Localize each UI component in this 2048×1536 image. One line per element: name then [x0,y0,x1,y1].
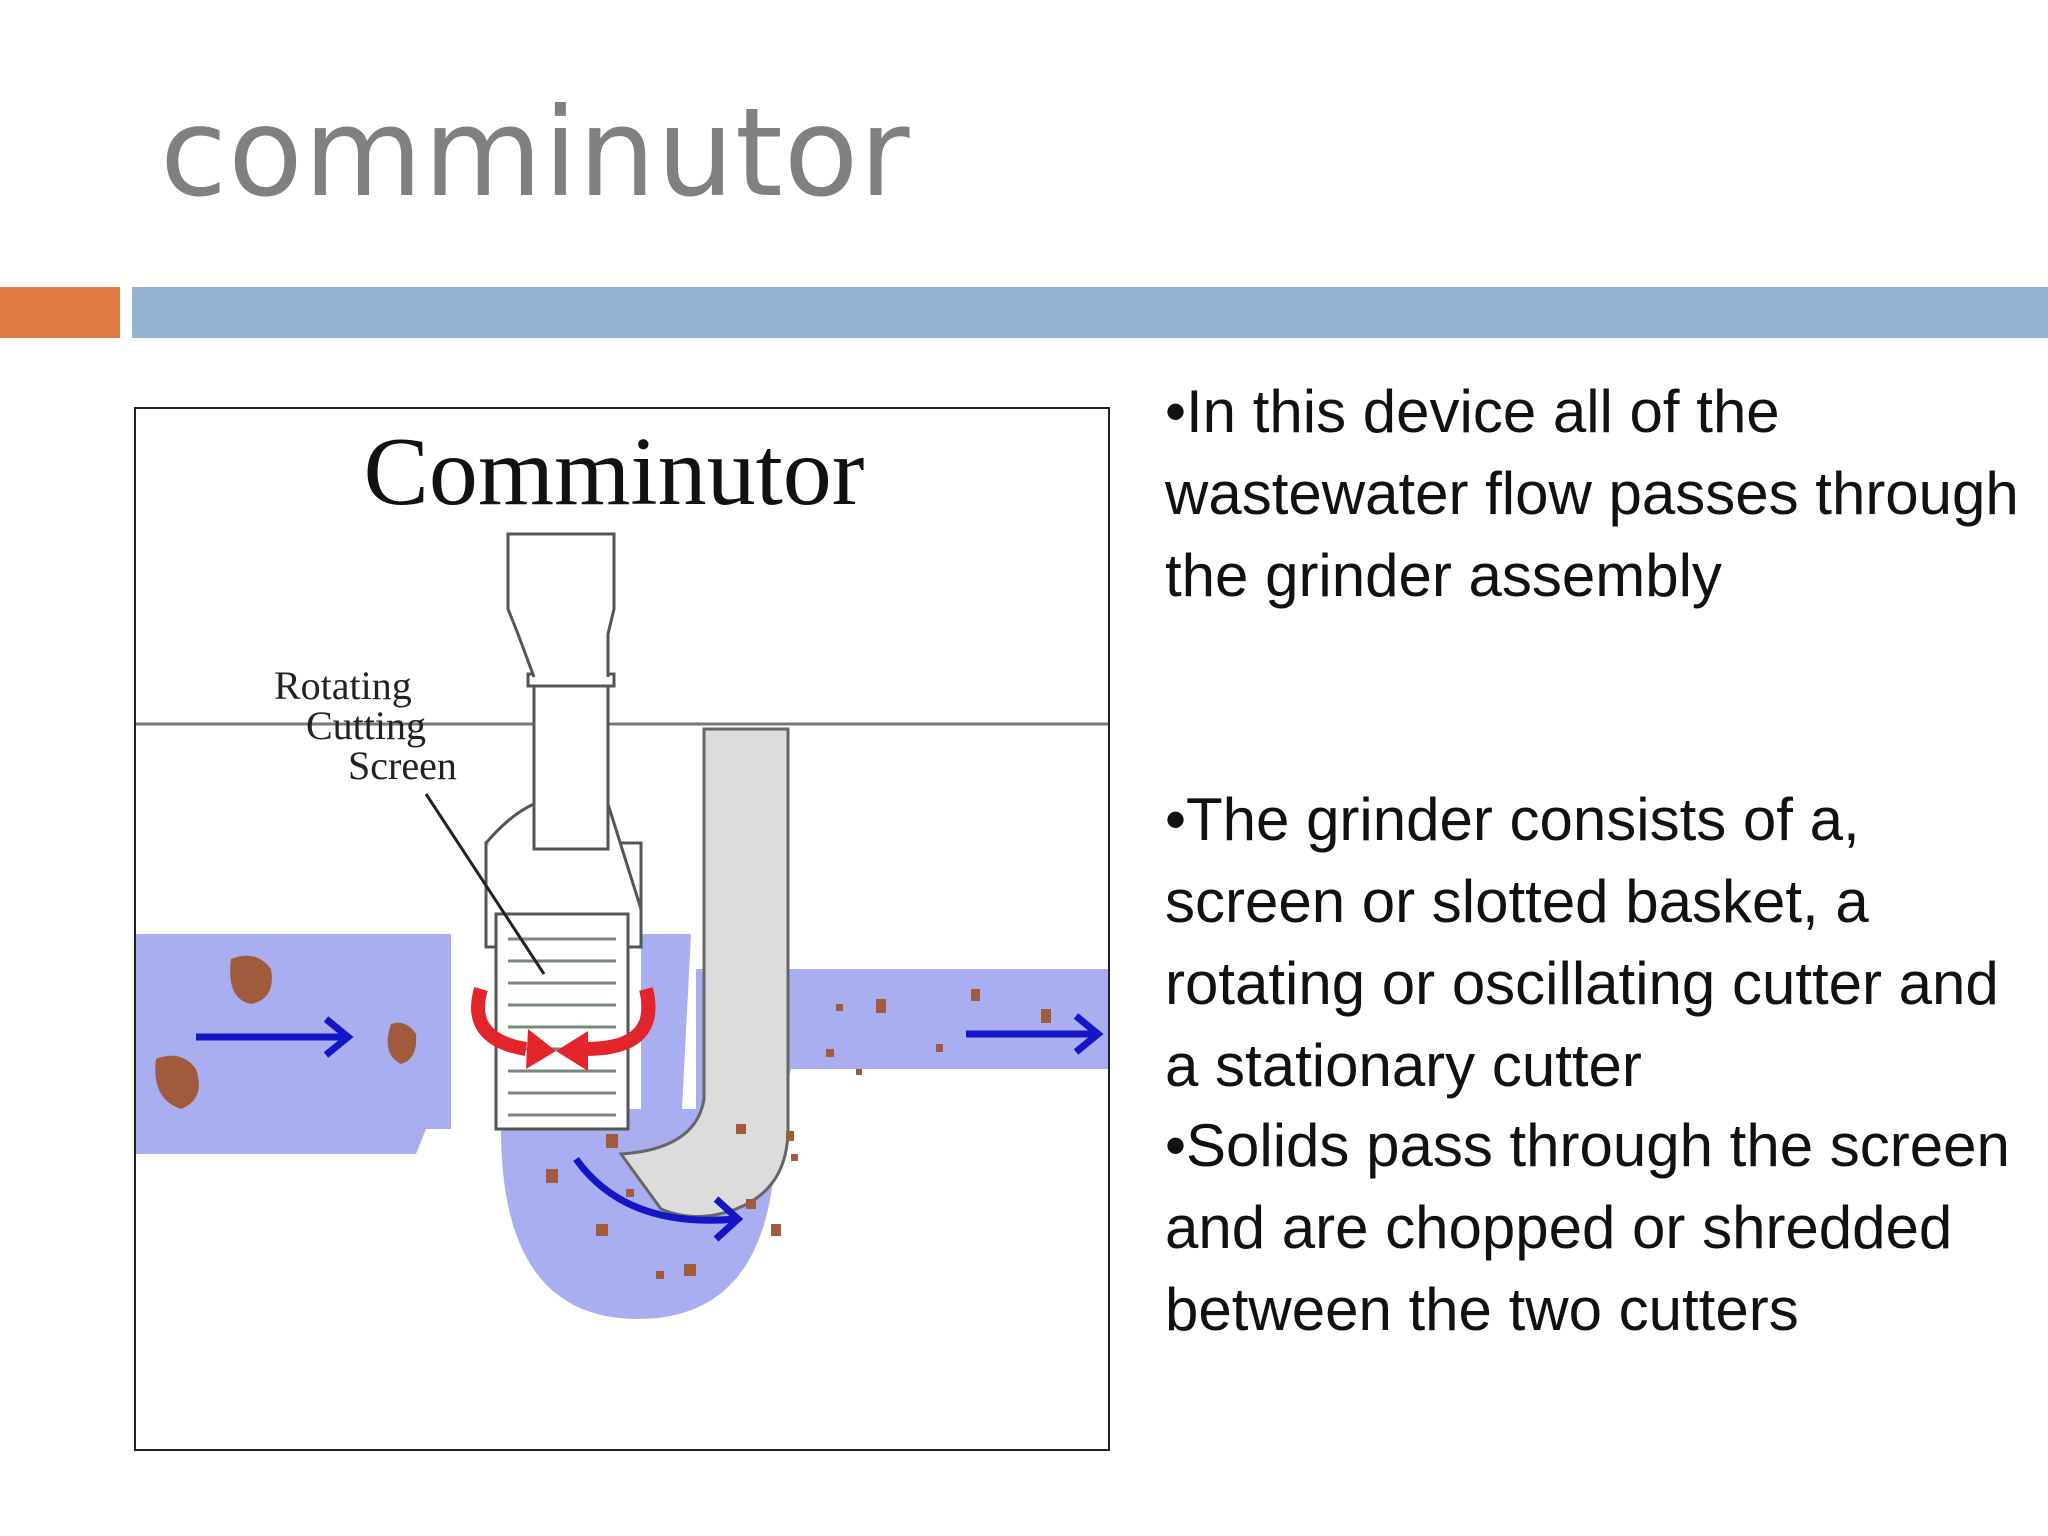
comminutor-illustration: Comminutor Rotating Cutting Screen [136,418,1108,1319]
drive-shaft [532,677,610,851]
water-screen-right [641,934,691,1129]
comminutor-diagram: Comminutor Rotating Cutting Screen [134,407,1110,1451]
flow-arrows [196,1013,1104,1242]
water-outlet [696,969,1108,1129]
debris-large [155,955,417,1109]
bullet-item-3: •Solids pass through the screen and are … [1165,1112,2010,1343]
bullet-item-2: •The grinder consists of a, screen or sl… [1165,786,1999,1099]
slide-title: comminutor [160,82,911,224]
rotation-arrow-left [471,986,528,1056]
motor-housing [506,532,616,678]
label-screen: Screen [348,743,457,788]
accent-bar-orange [0,287,120,338]
cutting-screen [494,912,630,1131]
rotation-arrow-right [585,987,656,1056]
accent-bar-blue [132,287,2048,338]
label-pointer [424,793,546,975]
bullet-item-1: •In this device all of the wastewater fl… [1165,378,2019,609]
label-rotating: Rotating [274,663,412,708]
debris-small [546,989,1051,1279]
figure-heading: Comminutor [364,418,865,526]
baffle-pipe [618,727,790,1218]
label-cutting: Cutting [306,703,426,748]
water-inlet [136,934,451,1154]
